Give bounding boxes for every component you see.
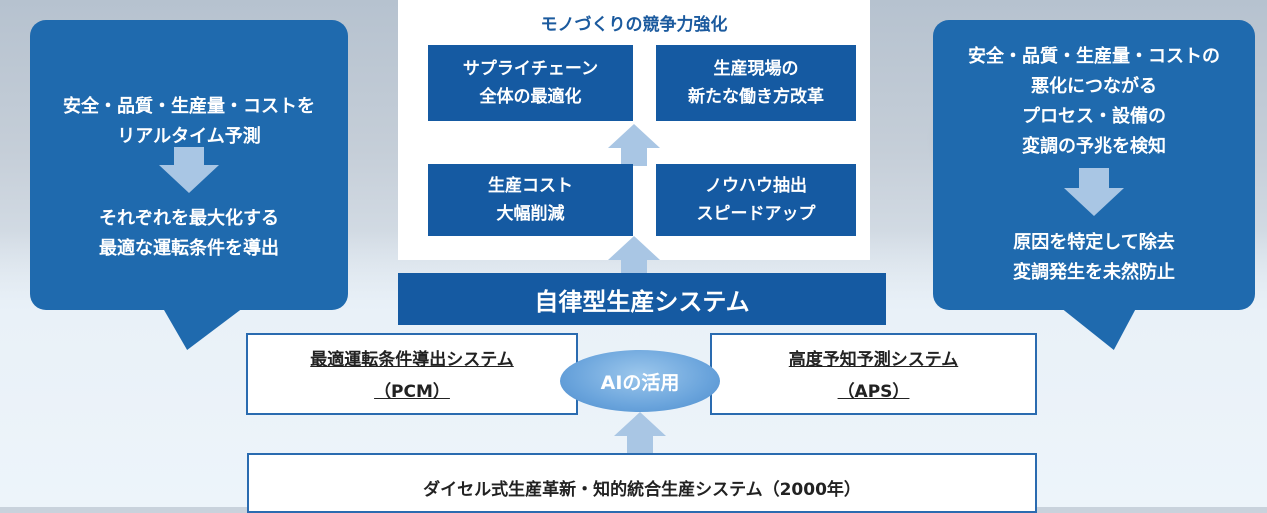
workstyle-line-2: 新たな働き方改革 bbox=[688, 87, 824, 107]
knowhow-line-1: ノウハウ抽出 bbox=[705, 176, 807, 196]
autonomous-system-bar: 自律型生産システム bbox=[398, 273, 886, 325]
right-callout-top-text: 安全・品質・生産量・コストの 悪化につながる プロセス・設備の 変調の予兆を検知 bbox=[933, 42, 1255, 162]
left-line-1: 安全・品質・生産量・コストを bbox=[63, 96, 315, 117]
mid-up-arrow bbox=[608, 118, 660, 166]
knowhow-line-2: スピードアップ bbox=[696, 204, 816, 224]
aps-abbr: （APS） bbox=[837, 382, 910, 402]
left-line-2: リアルタイム予測 bbox=[117, 126, 261, 147]
competitiveness-panel: モノづくりの競争力強化 サプライチェーン 全体の最適化 生産現場の 新たな働き方… bbox=[398, 0, 870, 274]
bottom-up-arrow bbox=[614, 412, 666, 456]
right-callout-bottom-text: 原因を特定して除去 変調発生を未然防止 bbox=[933, 228, 1255, 288]
workstyle-box: 生産現場の 新たな働き方改革 bbox=[656, 45, 856, 121]
lower-up-arrow bbox=[608, 234, 660, 274]
left-callout-bottom-text: それぞれを最大化する 最適な運転条件を導出 bbox=[30, 204, 348, 264]
pcm-box: 最適運転条件導出システム （PCM） bbox=[246, 333, 578, 415]
supply-chain-line-2: 全体の最適化 bbox=[479, 87, 582, 107]
aps-title: 高度予知予測システム bbox=[788, 350, 959, 370]
supply-chain-line-1: サプライチェーン bbox=[462, 59, 599, 79]
right-line-5: 原因を特定して除去 bbox=[1013, 232, 1175, 253]
right-line-6: 変調発生を未然防止 bbox=[1013, 262, 1175, 283]
knowhow-box: ノウハウ抽出 スピードアップ bbox=[656, 164, 856, 236]
right-line-1: 安全・品質・生産量・コストの bbox=[968, 46, 1220, 67]
left-down-arrow bbox=[159, 147, 219, 193]
left-callout: 安全・品質・生産量・コストを リアルタイム予測 それぞれを最大化する 最適な運転… bbox=[30, 20, 348, 310]
right-line-3: プロセス・設備の bbox=[1022, 106, 1166, 127]
cost-reduction-box: 生産コスト 大幅削減 bbox=[428, 164, 633, 236]
ai-usage-oval: AIの活用 bbox=[560, 350, 720, 412]
left-line-3: それぞれを最大化する bbox=[99, 208, 279, 229]
cost-line-1: 生産コスト bbox=[488, 176, 573, 196]
integrated-production-system-box: ダイセル式生産革新・知的統合生産システム（2000年） bbox=[247, 453, 1037, 513]
supply-chain-box: サプライチェーン 全体の最適化 bbox=[428, 45, 633, 121]
right-line-4: 変調の予兆を検知 bbox=[1022, 136, 1166, 157]
panel-title: モノづくりの競争力強化 bbox=[540, 15, 728, 35]
pcm-abbr: （PCM） bbox=[374, 382, 450, 402]
left-line-4: 最適な運転条件を導出 bbox=[99, 238, 279, 259]
workstyle-line-1: 生産現場の bbox=[713, 59, 799, 79]
right-down-arrow bbox=[1064, 168, 1124, 216]
right-callout: 安全・品質・生産量・コストの 悪化につながる プロセス・設備の 変調の予兆を検知… bbox=[933, 20, 1255, 310]
pcm-title: 最適運転条件導出システム bbox=[310, 350, 514, 370]
aps-box: 高度予知予測システム （APS） bbox=[710, 333, 1037, 415]
left-callout-top-text: 安全・品質・生産量・コストを リアルタイム予測 bbox=[30, 92, 348, 152]
right-line-2: 悪化につながる bbox=[1031, 76, 1157, 97]
cost-line-2: 大幅削減 bbox=[496, 204, 565, 224]
